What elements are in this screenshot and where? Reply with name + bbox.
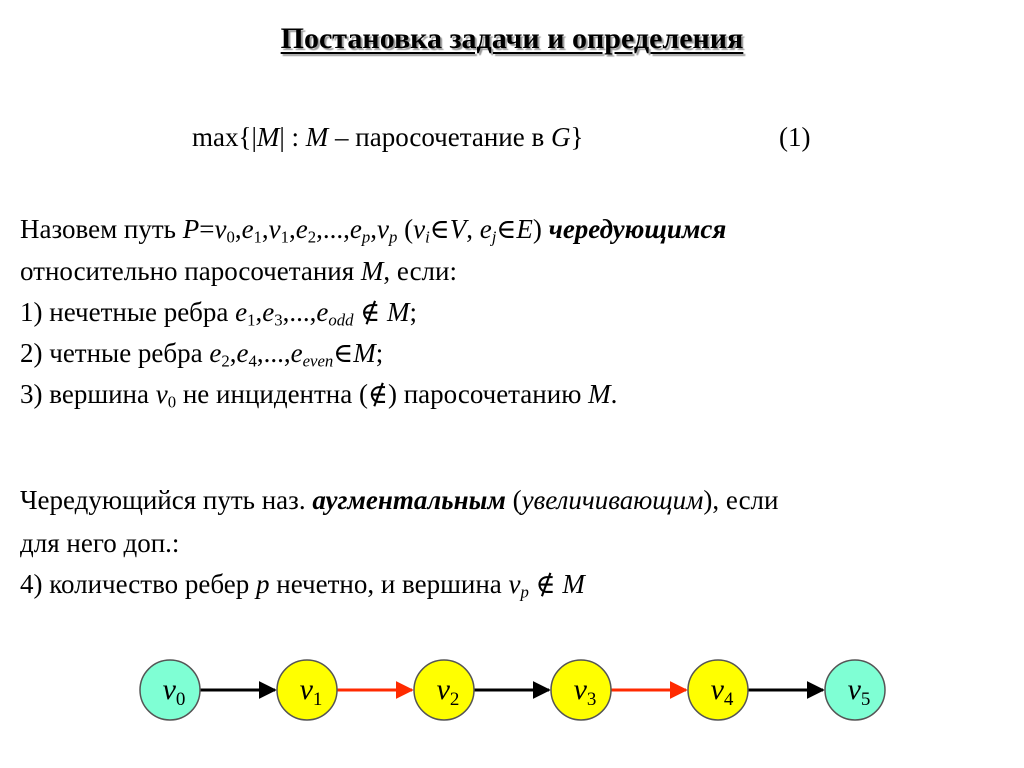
formula-var-m2: M bbox=[305, 122, 329, 152]
item1-suffix: ; bbox=[409, 297, 417, 327]
vertex-label: v0 bbox=[163, 673, 186, 710]
term-increasing: увеличивающим bbox=[521, 485, 704, 515]
definition-item-2: 2) четные ребра e2,e4,...,eeven∈M; bbox=[20, 338, 384, 371]
equation-number: (1) bbox=[779, 122, 811, 152]
item3-prefix: 3) вершина bbox=[20, 379, 156, 409]
augmenting-paren: ( bbox=[505, 485, 522, 515]
vertex-v4: v4 bbox=[687, 659, 749, 721]
vertex-circle bbox=[687, 659, 749, 721]
formula-text: – паросочетание в bbox=[328, 122, 551, 152]
item2-prefix: 2) четные ребра bbox=[20, 338, 210, 368]
vertex-circle bbox=[139, 659, 201, 721]
vertex-label: v4 bbox=[711, 673, 734, 710]
augmenting-line1-end: ), если bbox=[703, 485, 779, 515]
augmenting-line-2: для него доп.: bbox=[20, 528, 180, 558]
vertex-label: v5 bbox=[848, 673, 871, 710]
formula-mid: | : bbox=[279, 122, 306, 152]
item4-m: M bbox=[562, 569, 585, 599]
item4-prefix: 4) количество ребер bbox=[20, 569, 256, 599]
slide-title: Постановка задачи и определения bbox=[280, 22, 744, 55]
formula-var-m: M bbox=[256, 122, 280, 152]
definition-line2-text: относительно паросочетания bbox=[20, 256, 361, 286]
vertex-label: v3 bbox=[574, 673, 597, 710]
term-augmenting: аугментальным bbox=[312, 485, 506, 515]
item2-suffix: ; bbox=[375, 338, 384, 368]
vertex-v5: v5 bbox=[824, 659, 886, 721]
definition-line2-end: , если: bbox=[383, 256, 457, 286]
item4-p: p bbox=[256, 569, 270, 599]
definition-item-1: 1) нечетные ребра e1,e3,...,eodd ∉ M; bbox=[20, 297, 417, 330]
definition-item-3: 3) вершина v0 не инцидентна (∉) паросоче… bbox=[20, 379, 618, 412]
vertex-circle bbox=[824, 659, 886, 721]
item3-m: M bbox=[588, 379, 611, 409]
term-alternating: чередующимся bbox=[548, 214, 727, 244]
vertex-v2: v2 bbox=[413, 659, 475, 721]
augmenting-intro: Чередующийся путь наз. bbox=[20, 485, 313, 515]
augmenting-item-4: 4) количество ребер p нечетно, и вершина… bbox=[20, 569, 585, 602]
objective-formula: max{|M| : M – паросочетание в G} bbox=[192, 122, 583, 153]
vertex-circle bbox=[550, 659, 612, 721]
definition-intro: Назовем путь bbox=[20, 214, 183, 244]
formula-suffix: } bbox=[570, 122, 584, 152]
vertex-label: v1 bbox=[300, 673, 323, 710]
vertex-circle bbox=[276, 659, 338, 721]
augmenting-line-1: Чередующийся путь наз. аугментальным (ув… bbox=[20, 487, 778, 514]
vertex-label: v2 bbox=[437, 673, 460, 710]
definition-line-2: относительно паросочетания M, если: bbox=[20, 258, 457, 285]
formula-prefix: max{| bbox=[192, 122, 257, 152]
vertex-circle bbox=[413, 659, 475, 721]
item1-prefix: 1) нечетные ребра bbox=[20, 297, 236, 327]
formula-var-g: G bbox=[550, 122, 571, 152]
item3-middle: не инцидентна ( bbox=[176, 379, 368, 409]
definition-line2-m: M bbox=[360, 256, 384, 286]
item4-middle: нечетно, и вершина bbox=[269, 569, 509, 599]
vertex-v3: v3 bbox=[550, 659, 612, 721]
definition-line-1: Назовем путь P=v0,e1,v1,e2,...,ep,vp (vi… bbox=[20, 214, 727, 247]
item3-dot: . bbox=[610, 379, 618, 409]
vertex-v0: v0 bbox=[139, 659, 201, 721]
vertex-v1: v1 bbox=[276, 659, 338, 721]
item3-end: ) паросочетанию bbox=[387, 379, 589, 409]
path-vertices: v0 v1 v2 v3 v4 v5 bbox=[139, 659, 886, 721]
